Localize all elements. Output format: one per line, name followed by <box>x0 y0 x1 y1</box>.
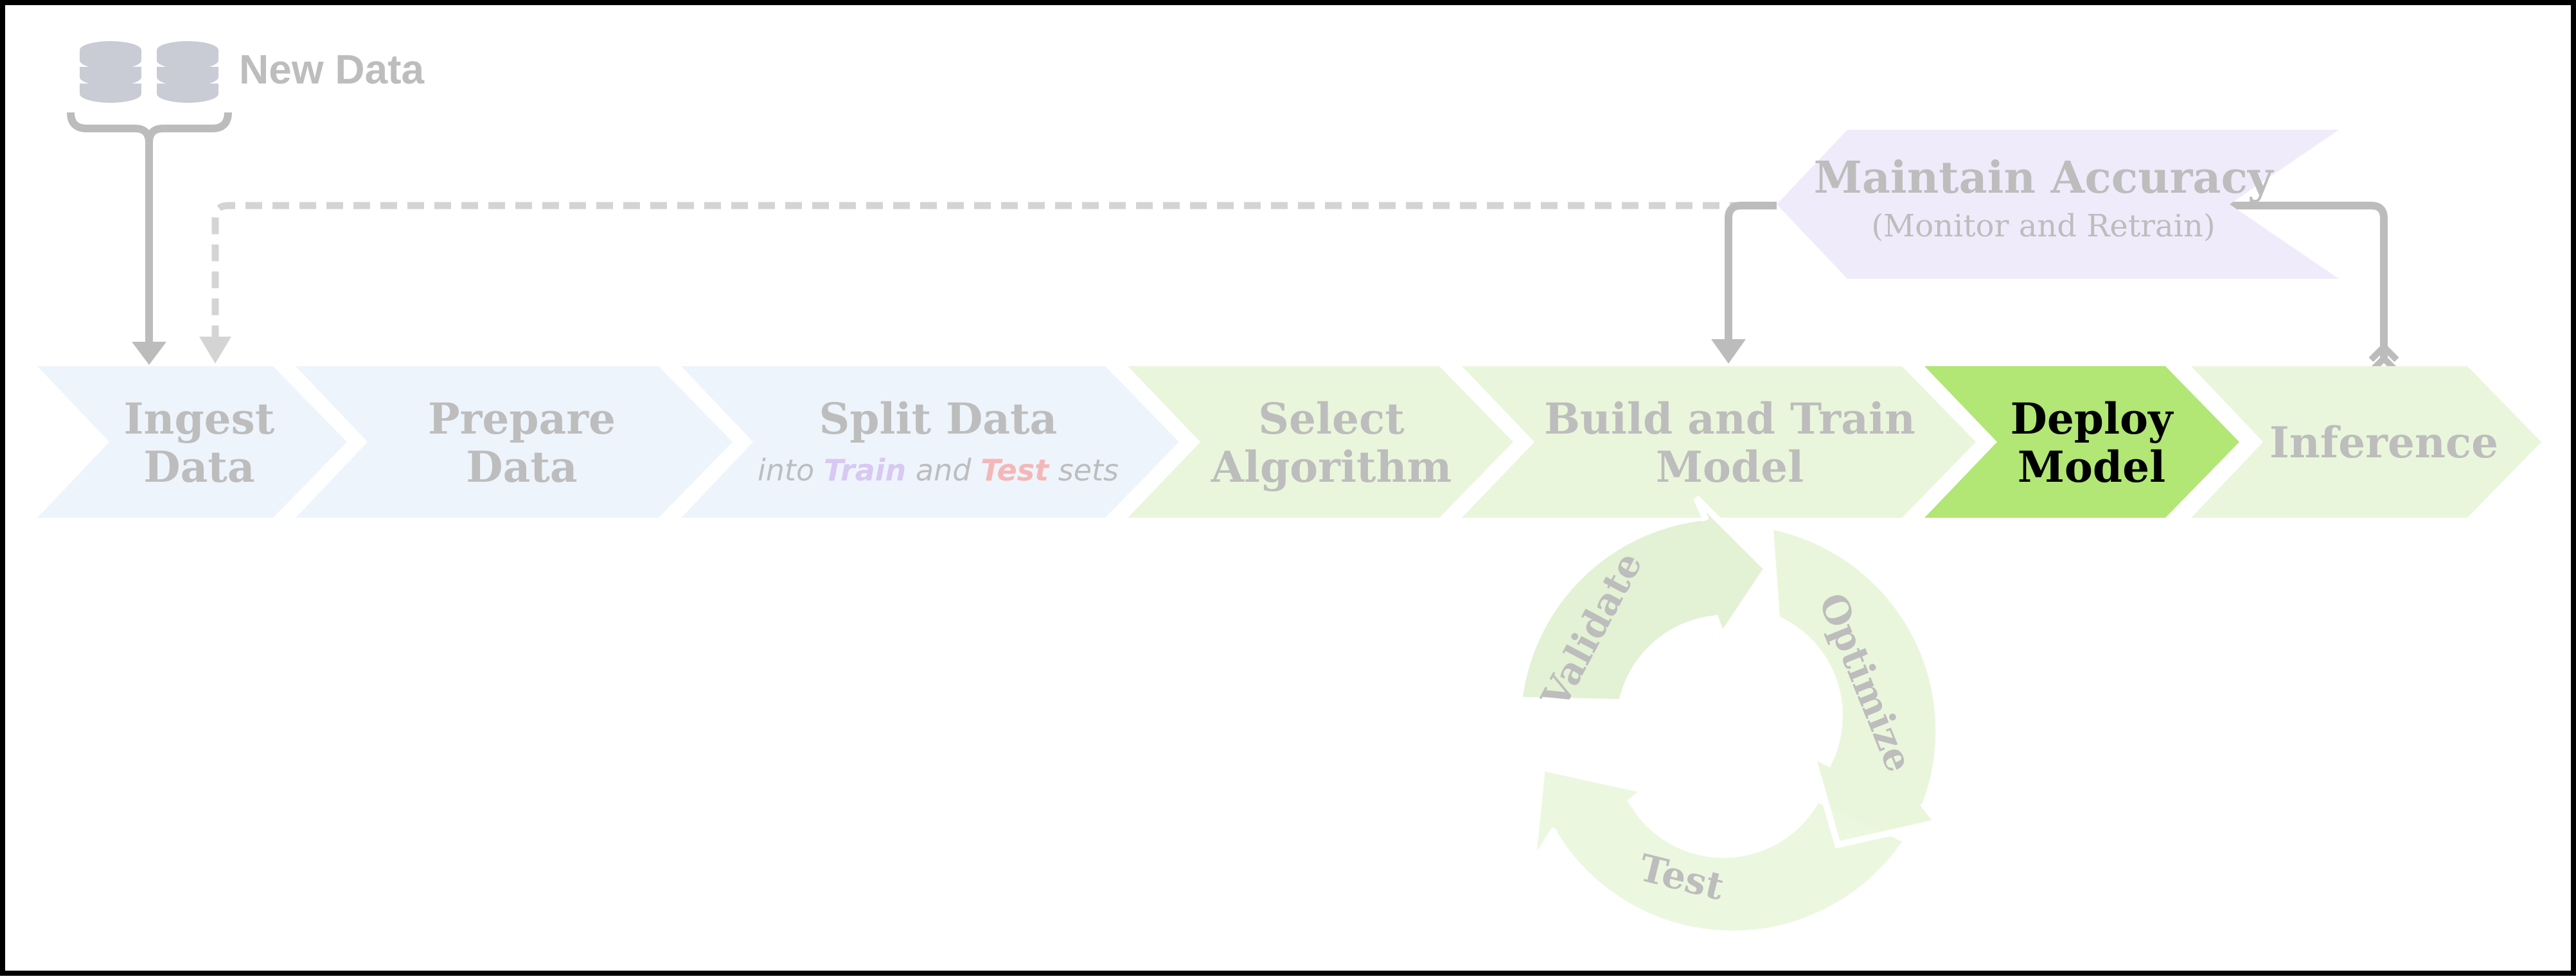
step-select-line1: Select <box>1258 394 1405 444</box>
step-select-line2: Algorithm <box>1211 442 1452 492</box>
step-build-train-model: Build and Train Model <box>1462 366 1976 518</box>
step-build-line1: Build and Train <box>1544 394 1915 444</box>
step-select-algorithm: Select Algorithm <box>1128 366 1513 518</box>
database-icon <box>80 41 218 103</box>
step-build-line2: Model <box>1656 442 1804 492</box>
step-ingest-line1: Ingest <box>124 394 275 444</box>
step-split-data: Split Data into Train and Test sets <box>681 366 1179 518</box>
maintain-accuracy-subtitle: (Monitor and Retrain) <box>1871 208 2215 244</box>
inference-to-maintain-connector <box>2220 202 2388 360</box>
new-data-label: New Data <box>239 46 425 93</box>
step-prepare-line1: Prepare <box>428 394 616 444</box>
test-label: Test <box>981 453 1050 488</box>
cycle-segment-validate <box>1523 498 1767 699</box>
step-deploy-model: Deploy Model <box>1924 366 2239 518</box>
step-inference: Inference <box>2191 366 2541 518</box>
step-deploy-line2: Model <box>2018 442 2165 492</box>
step-deploy-line1: Deploy <box>2011 394 2174 444</box>
new-data-arrowhead <box>132 342 166 365</box>
retrain-arrowhead <box>199 337 231 364</box>
retrain-dashed-connector <box>211 202 1773 344</box>
step-ingest-data: Ingest Data <box>37 366 347 518</box>
brace-connector <box>67 112 232 143</box>
cycle-segment-optimize <box>1773 530 1937 845</box>
maintain-to-build-connector <box>1725 202 1777 347</box>
train-label: Train <box>824 453 907 488</box>
step-inference-label: Inference <box>2270 418 2498 468</box>
step-split-line1: Split Data <box>819 394 1058 444</box>
cycle-segment-test <box>1532 768 1902 931</box>
step-prepare-line2: Data <box>466 442 577 492</box>
maintain-accuracy-title: Maintain Accuracy <box>1814 152 2275 204</box>
step-ingest-line2: Data <box>143 442 254 492</box>
maintain-to-build-arrowhead <box>1711 339 1746 364</box>
cycle-ring: Validate Optimize Test <box>1523 495 1943 931</box>
maintain-accuracy-banner: Maintain Accuracy (Monitor and Retrain) <box>1777 130 2339 279</box>
step-prepare-data: Prepare Data <box>296 366 733 518</box>
step-split-subtitle: into Train and Test sets <box>758 453 1119 488</box>
